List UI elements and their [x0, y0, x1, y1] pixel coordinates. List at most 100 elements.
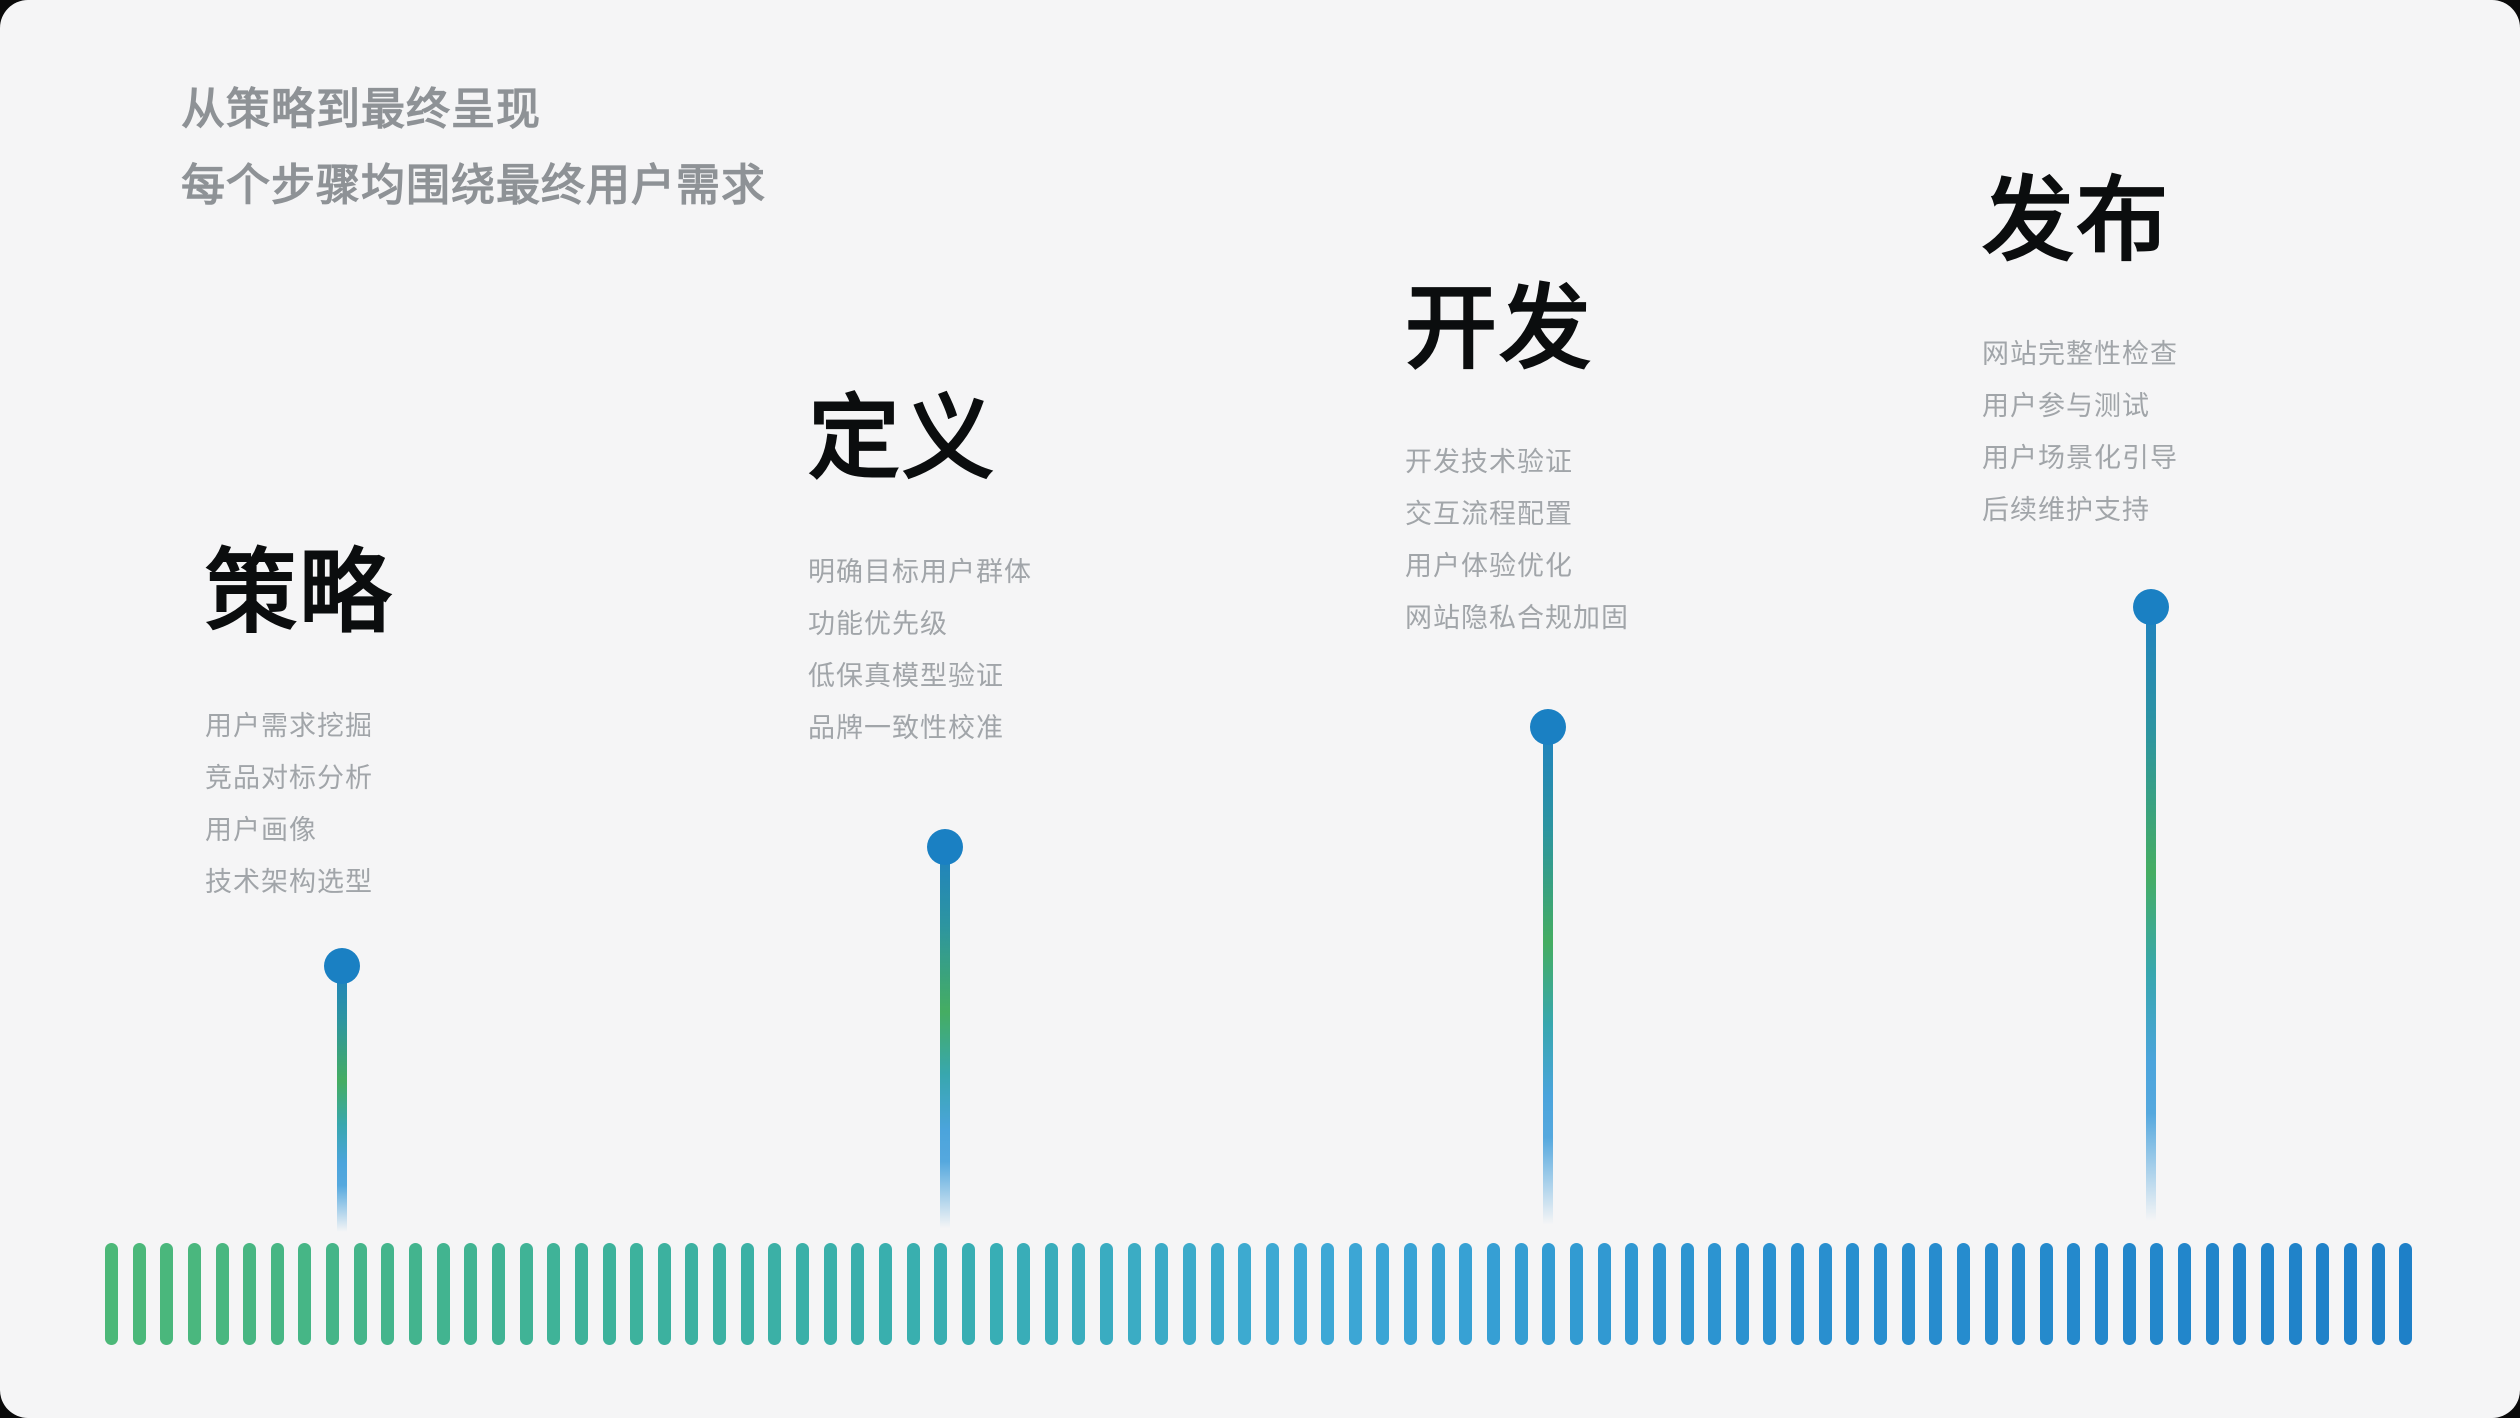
stage-title-develop: 开发 [1405, 278, 1594, 380]
timeline-bar [768, 1243, 782, 1345]
list-item: 品牌一致性校准 [808, 712, 1004, 743]
subtitle-line-1: 从策略到最终呈现 [181, 85, 541, 134]
timeline-bar [2343, 1243, 2357, 1345]
timeline-bar [685, 1243, 699, 1345]
timeline-bar [2095, 1243, 2109, 1345]
timeline-bar [1155, 1243, 1169, 1345]
timeline-bar [2316, 1243, 2330, 1345]
stage-items-strategy: 用户需求挖掘 竞品对标分析 用户画像 技术架构选型 [205, 697, 765, 905]
timeline-bar [1874, 1243, 1887, 1345]
subtitle-line-2: 每个步骤均围绕最终用户需求 [181, 161, 766, 210]
timeline-bar [1818, 1243, 1832, 1345]
timeline-bar [740, 1243, 754, 1345]
list-item: 用户体验优化 [1405, 550, 1573, 581]
timeline-bar [1293, 1243, 1307, 1345]
timeline-bar [906, 1243, 920, 1345]
timeline-bar [270, 1243, 284, 1345]
timeline-bar [630, 1243, 644, 1345]
stage-title-define: 定义 [808, 388, 997, 490]
timeline-bar [1569, 1243, 1583, 1345]
timeline-bar [298, 1243, 312, 1345]
timeline-bar [1984, 1243, 1998, 1345]
list-item: 低保真模型验证 [808, 660, 1004, 691]
timeline-bar [1735, 1243, 1749, 1345]
timeline-bar [1459, 1243, 1473, 1345]
timeline-bar [1680, 1243, 1694, 1345]
timeline-bar [574, 1243, 588, 1345]
timeline-bar [1956, 1243, 1970, 1345]
timeline-bar [1238, 1243, 1252, 1345]
list-item: 用户画像 [205, 814, 317, 845]
list-item: 明确目标用户群体 [808, 556, 1032, 587]
timeline-bar [436, 1243, 450, 1345]
list-item: 网站隐私合规加固 [1405, 602, 1629, 633]
timeline-bar [1763, 1243, 1777, 1345]
timeline-bar [1044, 1243, 1058, 1345]
timeline-bar [1901, 1243, 1915, 1345]
timeline-bar [2150, 1243, 2164, 1345]
timeline-bar [1487, 1243, 1501, 1345]
timeline-bar [2122, 1243, 2136, 1345]
timeline-bar [1652, 1243, 1666, 1345]
milestone-dot [927, 829, 963, 865]
timeline-bar [1017, 1243, 1031, 1345]
timeline-bar [2039, 1243, 2053, 1345]
timeline-bar [1431, 1243, 1445, 1345]
timeline-bar [2260, 1243, 2274, 1345]
timeline-bar [464, 1243, 478, 1345]
timeline-bar [491, 1243, 505, 1345]
timeline-bar [160, 1243, 174, 1345]
timeline-bar [353, 1243, 367, 1345]
timeline-bar [878, 1243, 892, 1345]
timeline-bar [657, 1243, 671, 1345]
stage-items-launch: 网站完整性检查 用户参与测试 用户场景化引导 后续维护支持 [1982, 325, 2520, 533]
timeline-bar [1072, 1243, 1086, 1345]
timeline-bar [1708, 1243, 1722, 1345]
timeline-bar [796, 1243, 810, 1345]
timeline-bar [1376, 1243, 1390, 1345]
list-item: 用户场景化引导 [1982, 442, 2178, 473]
timeline-bar [2399, 1243, 2413, 1345]
milestone-dot [1530, 709, 1566, 745]
timeline-bar [2205, 1243, 2219, 1345]
stage-title-strategy: 策略 [205, 542, 394, 644]
milestone-stem [940, 847, 950, 1240]
milestone-stem [2146, 607, 2156, 1240]
list-item: 功能优先级 [808, 608, 948, 639]
list-item: 网站完整性检查 [1982, 338, 2178, 369]
timeline-bar [1404, 1243, 1418, 1345]
timeline-bar [1348, 1243, 1362, 1345]
timeline-bar [381, 1243, 395, 1345]
stage-launch: 发布 网站完整性检查 用户参与测试 用户场景化引导 后续维护支持 [1982, 173, 2520, 533]
timeline-bar [1791, 1243, 1805, 1345]
timeline-bar [823, 1243, 837, 1345]
timeline-bar [713, 1243, 727, 1345]
list-item: 开发技术验证 [1405, 446, 1573, 477]
timeline-bar [215, 1243, 229, 1345]
timeline-bar [105, 1243, 118, 1345]
timeline-bar [961, 1243, 975, 1345]
stage-items-develop: 开发技术验证 交互流程配置 用户体验优化 网站隐私合规加固 [1405, 433, 1965, 641]
timeline-bar [1929, 1243, 1943, 1345]
list-item: 技术架构选型 [205, 866, 373, 897]
stage-strategy: 策略 用户需求挖掘 竞品对标分析 用户画像 技术架构选型 [205, 545, 765, 905]
timeline-bar [934, 1243, 948, 1345]
timeline-bar [602, 1243, 616, 1345]
timeline-strip [105, 1243, 2413, 1345]
timeline-bar [1625, 1243, 1639, 1345]
timeline-bar [409, 1243, 423, 1345]
timeline-bar [1321, 1243, 1335, 1345]
list-item: 后续维护支持 [1982, 494, 2150, 525]
timeline-bar [2288, 1243, 2302, 1345]
timeline-bar [1182, 1243, 1196, 1345]
timeline-bar [1597, 1243, 1611, 1345]
timeline-bar [1514, 1243, 1528, 1345]
timeline-bar [547, 1243, 561, 1345]
milestone-dot [2133, 589, 2169, 625]
timeline-bar [326, 1243, 340, 1345]
list-item: 用户需求挖掘 [205, 710, 373, 741]
timeline-bar [851, 1243, 865, 1345]
list-item: 用户参与测试 [1982, 390, 2150, 421]
page-subtitle: 从策略到最终呈现 每个步骤均围绕最终用户需求 [181, 72, 766, 224]
